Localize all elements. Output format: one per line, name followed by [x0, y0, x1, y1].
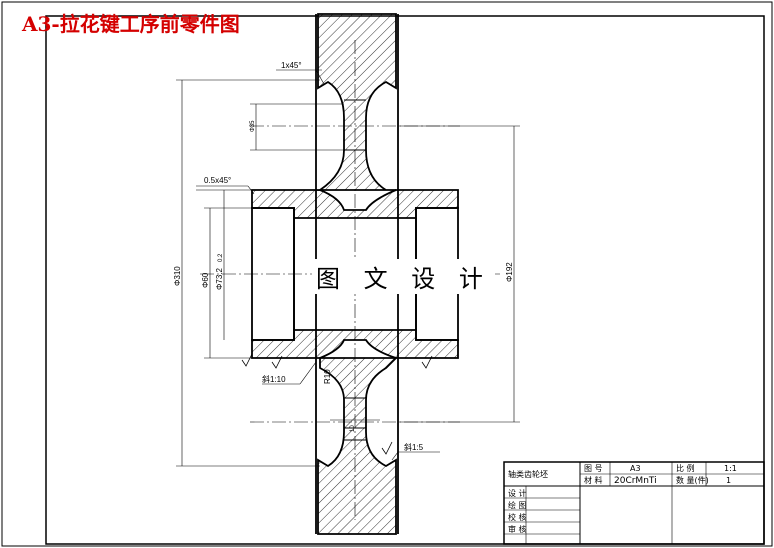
watermark-text: 图 文 设 计 — [312, 259, 495, 294]
roughness-marks — [241, 353, 433, 455]
web-hub-section — [251, 189, 459, 359]
title-block — [503, 461, 765, 545]
dim-outer-diameter: Φ310 — [173, 266, 182, 286]
dimension-lines — [176, 69, 520, 467]
title-block-role-approve: 审 核 — [508, 525, 527, 534]
dim-web-width: 10 — [350, 425, 356, 432]
dim-right-diameter: Φ192 — [505, 262, 514, 282]
title-block-label-quantity: 数 量(件) — [676, 476, 709, 485]
rim-bottom — [317, 357, 399, 535]
dim-spline-tolerance: 0.2 — [218, 253, 224, 262]
dim-small-diameter: Φ35 — [250, 120, 256, 132]
drawing-title: A3-拉花键工序前零件图 — [22, 12, 240, 36]
dim-chamfer-top: 1x45° — [281, 61, 302, 70]
title-block-role-check: 校 核 — [508, 513, 527, 522]
title-block-label-proportion: 比 例 — [676, 464, 695, 473]
dim-spline-diameter: Φ73.2 — [215, 267, 224, 290]
title-block-label-material: 材 料 — [584, 476, 603, 485]
dim-fillet-radius: R10 — [323, 369, 332, 384]
title-block-role-draw: 绘 图 — [508, 501, 527, 510]
title-block-part-name: 轴类齿轮坯 — [508, 470, 548, 479]
dim-taper-right: 斜1:5 — [404, 442, 424, 452]
title-block-label-drawing-no: 图 号 — [584, 464, 603, 473]
dim-taper-left: 斜1:10 — [262, 374, 286, 384]
dim-bore-diameter: Φ60 — [201, 272, 210, 288]
inner-frame — [45, 15, 765, 545]
title-block-material: 20CrMnTi — [614, 476, 657, 486]
title-block-drawing-no: A3 — [630, 464, 641, 473]
title-block-quantity: 1 — [726, 476, 732, 485]
title-block-proportion: 1:1 — [724, 464, 737, 473]
dim-chamfer-hub: 0.5x45° — [204, 176, 231, 185]
title-block-role-design: 设 计 — [508, 489, 527, 498]
rim-top — [317, 13, 397, 191]
